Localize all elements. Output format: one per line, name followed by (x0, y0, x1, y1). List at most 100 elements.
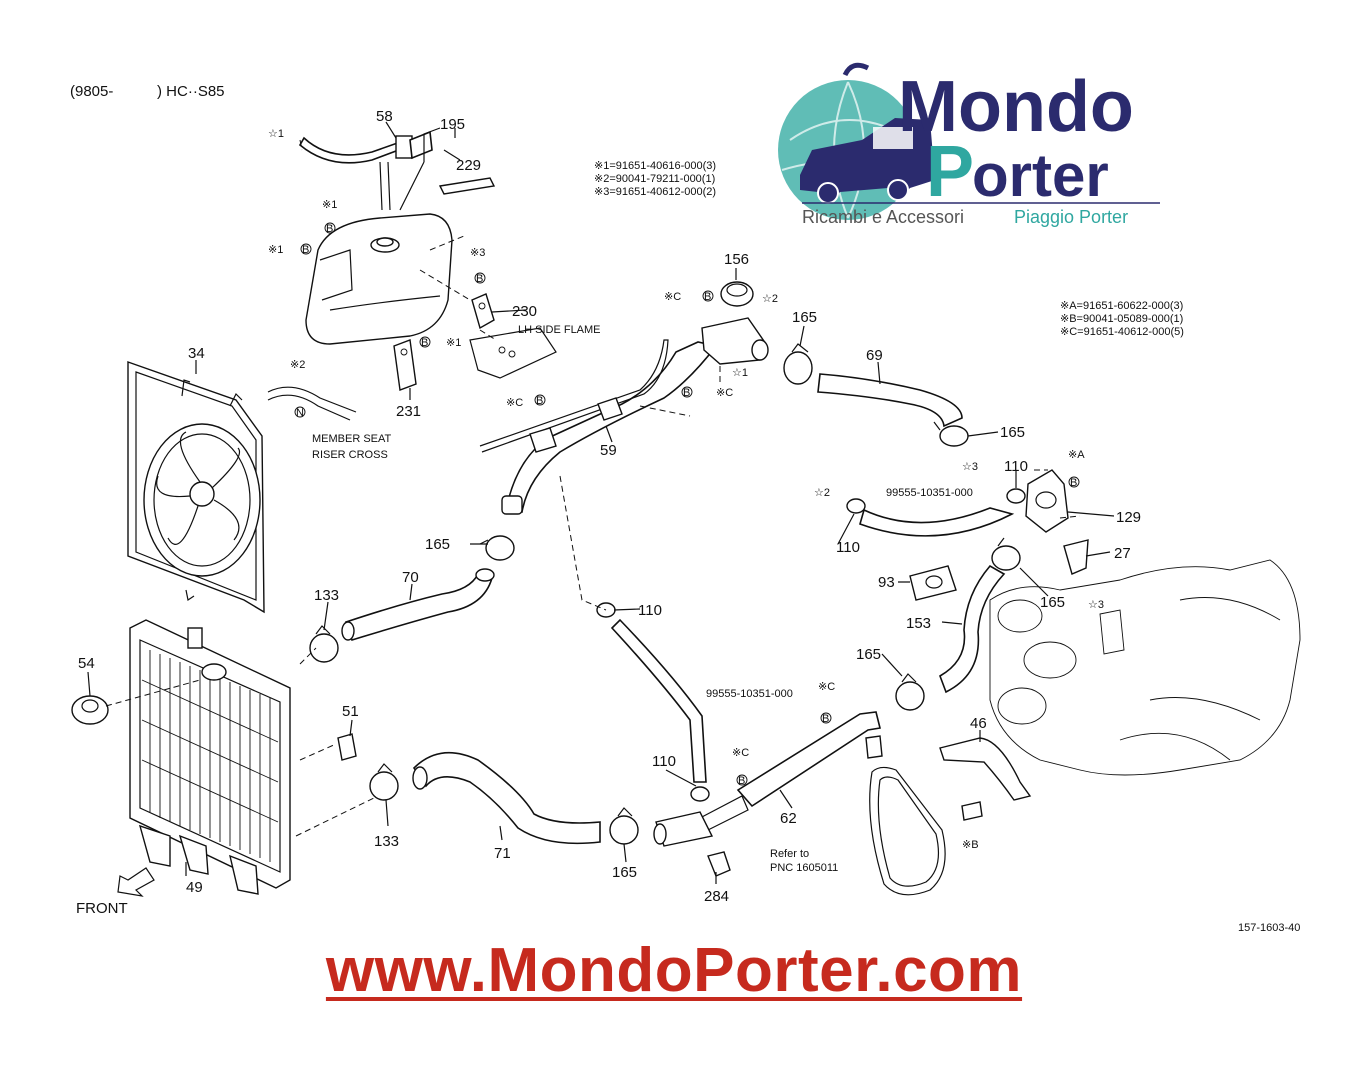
label-165-e: 165 (1040, 594, 1065, 611)
reservoir-tank[interactable] (305, 213, 453, 345)
label-153: 153 (906, 615, 931, 632)
clamp-110-d[interactable] (1006, 488, 1026, 504)
bracket-231[interactable] (393, 339, 417, 391)
svg-text:B: B (704, 291, 711, 303)
note-top-3: ※3=91651-40612-000(2) (594, 186, 716, 198)
radiator-cap-54[interactable] (71, 695, 109, 725)
label-231: 231 (396, 403, 421, 420)
mondo-porter-logo[interactable]: Mondo P orter Ricambi e Accessori Piaggi… (778, 62, 1160, 227)
water-pipe-59[interactable] (479, 339, 718, 515)
label-46: 46 (970, 715, 987, 732)
clamp-133-b[interactable] (369, 763, 399, 801)
text-riser-cross: RISER CROSS (312, 449, 388, 461)
marker-s3b: ☆3 (1088, 599, 1104, 611)
svg-text:B: B (822, 713, 829, 725)
label-229: 229 (456, 157, 481, 174)
label-195: 195 (440, 116, 465, 133)
hose-110-right[interactable] (859, 507, 1015, 537)
label-51: 51 (342, 703, 359, 720)
hose-71[interactable] (412, 751, 601, 845)
website-link[interactable]: www.MondoPorter.com (325, 936, 1023, 1005)
bracket-230[interactable] (471, 293, 495, 330)
engine-block (989, 559, 1301, 776)
svg-text:B: B (738, 775, 745, 787)
logo-word-orter: orter (972, 142, 1109, 209)
label-34: 34 (188, 345, 205, 362)
filler-neck-156[interactable] (701, 281, 769, 365)
text-hose-pn-1: 99555-10351-000 (886, 487, 973, 499)
label-27: 27 (1114, 545, 1131, 562)
label-133-b: 133 (374, 833, 399, 850)
notes-right: ※A=91651-60622-000(3) ※B=90041-05089-000… (1060, 300, 1184, 338)
label-71: 71 (494, 845, 511, 862)
outlet-129[interactable] (1025, 469, 1069, 533)
svg-text:B: B (476, 273, 483, 285)
marker-kCa: ※C (506, 397, 523, 409)
hose-69[interactable] (817, 373, 963, 428)
label-59: 59 (600, 442, 617, 459)
label-165-f: 165 (856, 646, 881, 663)
marker-kCe: ※C (732, 747, 749, 759)
svg-text:B: B (421, 337, 428, 349)
label-58: 58 (376, 108, 393, 125)
text-labels: LH SIDE FLAME MEMBER SEAT RISER CROSS 99… (312, 324, 1300, 934)
text-refer-pnc: PNC 1605011 (770, 862, 838, 874)
note-right-1: ※A=91651-60622-000(3) (1060, 300, 1183, 312)
bracket-46[interactable] (939, 737, 1032, 801)
fan-shroud-34[interactable] (127, 361, 265, 614)
text-front: FRONT (76, 900, 128, 917)
front-arrow-icon (117, 867, 155, 897)
svg-text:B: B (1070, 477, 1077, 489)
drain-plug-51[interactable] (337, 733, 357, 761)
hose-70[interactable] (341, 568, 495, 641)
clamp-165-c[interactable] (479, 535, 515, 561)
clamp-133-a[interactable] (309, 625, 339, 663)
marker-kA: ※A (1068, 449, 1085, 461)
clamp-110-c[interactable] (846, 498, 866, 514)
note-top-2: ※2=90041-79211-000(1) (594, 173, 715, 185)
overflow-hose-58[interactable] (298, 130, 433, 211)
hose-153[interactable] (939, 564, 1006, 694)
label-156: 156 (724, 251, 749, 268)
hose-110-vertical[interactable] (610, 618, 707, 783)
svg-text:N: N (296, 407, 304, 419)
note-right-2: ※B=90041-05089-000(1) (1060, 313, 1183, 325)
thermostat-27[interactable] (1063, 539, 1089, 575)
marker-s1b: ☆1 (732, 367, 748, 379)
joint-fitting[interactable] (653, 811, 714, 847)
label-93: 93 (878, 574, 895, 591)
bolt-b[interactable] (961, 801, 983, 821)
text-hose-pn-2: 99555-10351-000 (706, 688, 793, 700)
marker-k1a: ※1 (322, 199, 337, 211)
bracket-93[interactable] (909, 565, 957, 601)
clamp-165-e[interactable] (991, 537, 1021, 571)
sensor-284[interactable] (707, 851, 731, 877)
ref-markers: ☆1 ※1 B ※1 B ※3 B B ※1 ※2 N ※C B ※C B ☆2… (268, 128, 1104, 851)
label-110-c: 110 (836, 539, 860, 556)
note-right-3: ※C=91651-40612-000(5) (1060, 326, 1184, 338)
marker-s1a: ☆1 (268, 128, 284, 140)
clamp-165-a[interactable] (783, 343, 813, 385)
radiator-49[interactable] (129, 619, 291, 895)
marker-k2: ※2 (290, 359, 305, 371)
svg-text:B: B (536, 395, 543, 407)
clamp-165-d[interactable] (609, 807, 639, 845)
marker-s2a: ☆2 (762, 293, 778, 305)
label-165-a: 165 (792, 309, 817, 326)
clamp-165-f[interactable] (895, 673, 925, 711)
v-belt[interactable] (869, 766, 946, 896)
marker-kCd: ※C (818, 681, 835, 693)
label-49: 49 (186, 879, 203, 896)
marker-k3a: ※3 (470, 247, 485, 259)
logo-initial-p: P (926, 132, 974, 212)
label-62: 62 (780, 810, 797, 827)
clamp-110-a[interactable] (690, 786, 710, 802)
text-member-seat: MEMBER SEAT (312, 433, 392, 445)
water-pipe-62[interactable] (699, 711, 883, 833)
label-229-sticker (438, 177, 496, 195)
label-110-d: 110 (1004, 458, 1028, 475)
label-110-a: 110 (652, 753, 676, 770)
note-top-1: ※1=91651-40616-000(3) (594, 160, 716, 172)
clamp-165-b[interactable] (933, 421, 969, 447)
